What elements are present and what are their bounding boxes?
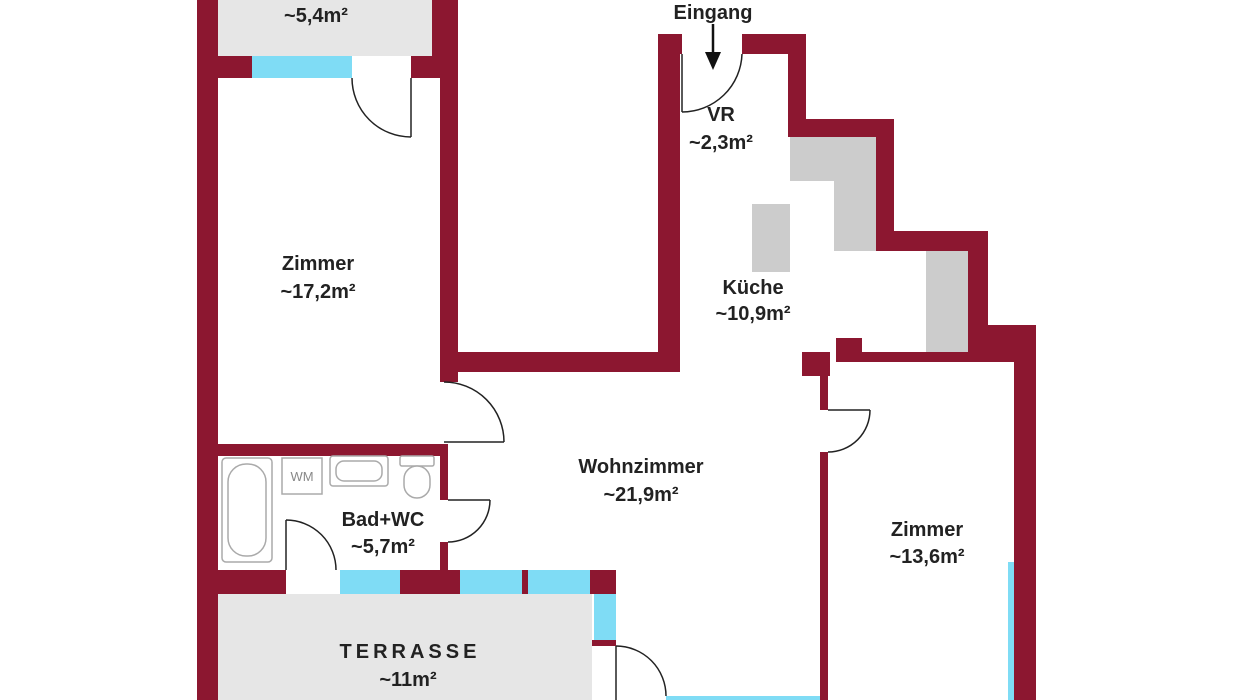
bad-name: Bad+WC: [342, 509, 425, 531]
vr-name: VR: [707, 104, 735, 126]
kueche-name: Küche: [722, 277, 783, 299]
kitchen-units: [752, 137, 968, 356]
top-balcony-floor: [214, 0, 432, 56]
zimmer-left-area: ~17,2m²: [280, 281, 355, 303]
wohnzimmer-name: Wohnzimmer: [578, 456, 703, 478]
windows: [252, 56, 1014, 700]
terrace-floor: [218, 594, 592, 700]
kueche-area: ~10,9m²: [715, 303, 790, 325]
door-zimmer-right: [827, 409, 871, 453]
top-balcony-area: ~5,4m²: [284, 5, 348, 27]
toilet: [399, 455, 435, 499]
terrasse-name: TERRASSE: [340, 641, 481, 663]
door-entrance: [681, 53, 743, 113]
doors: [285, 53, 871, 700]
sink: [329, 455, 389, 487]
walls: [197, 0, 1036, 700]
terrasse-area: ~11m²: [379, 669, 437, 691]
washing-machine-label: WM: [290, 469, 313, 484]
door-terrace: [615, 645, 667, 700]
zimmer-left-name: Zimmer: [282, 253, 354, 275]
washing-machine: [281, 457, 323, 495]
zimmer-right-name: Zimmer: [891, 519, 963, 541]
vr-area: ~2,3m²: [689, 132, 753, 154]
door-bad: [447, 499, 491, 543]
door-bad-terrace: [285, 519, 337, 571]
door-zimmer-balcony: [351, 77, 412, 138]
bathtub: [221, 457, 273, 563]
arrow-down-icon: [705, 24, 721, 70]
bath-fixtures: [221, 455, 435, 563]
door-zimmer-left: [443, 381, 505, 443]
zimmer-right-area: ~13,6m²: [889, 546, 964, 568]
entrance-label: Eingang: [674, 2, 753, 24]
wohnzimmer-area: ~21,9m²: [603, 484, 678, 506]
bad-area: ~5,7m²: [351, 536, 415, 558]
